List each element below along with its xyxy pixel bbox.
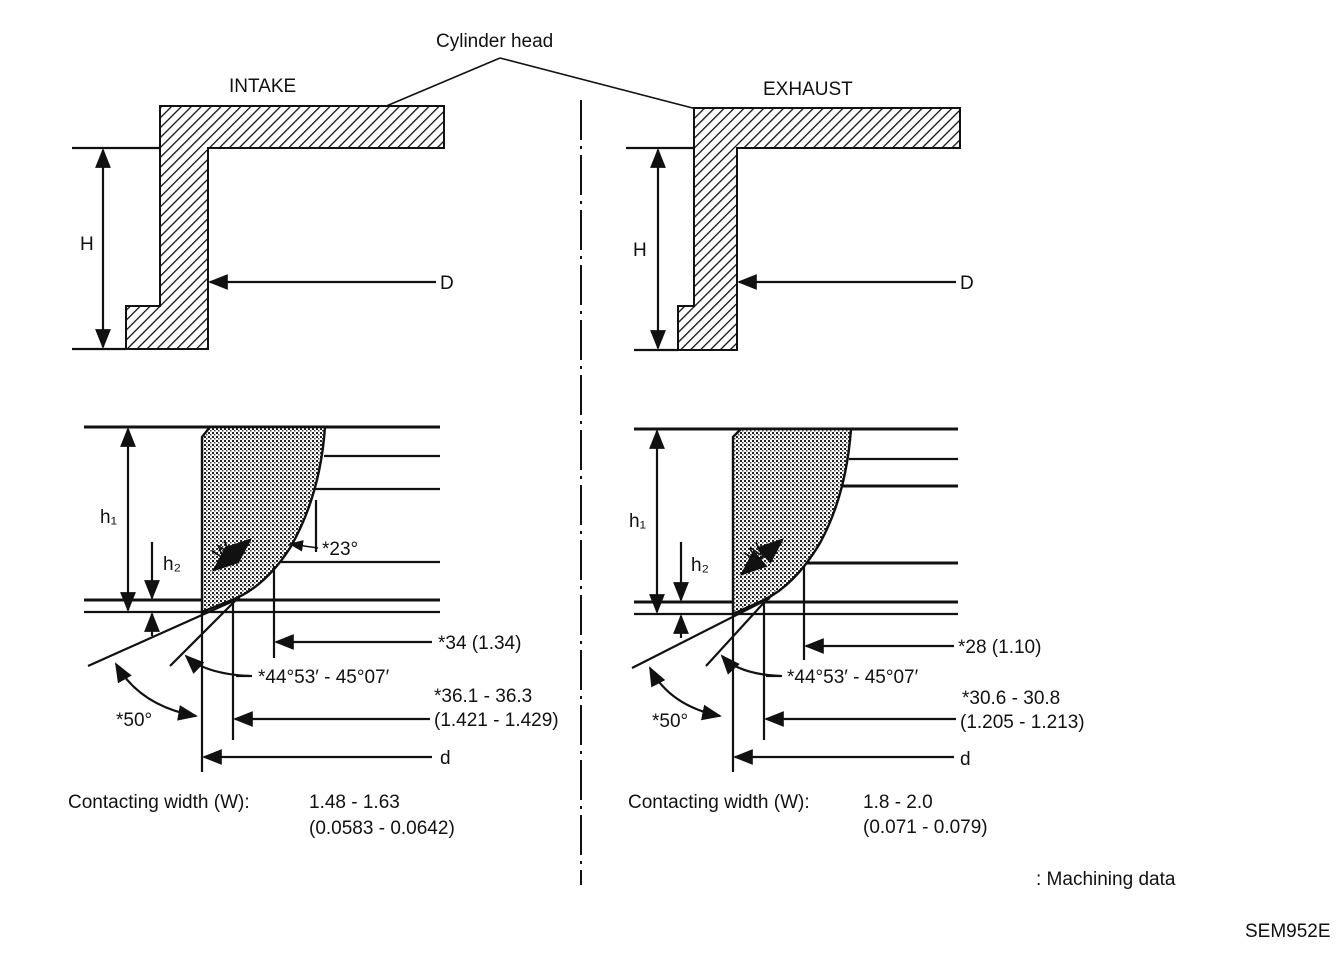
- intake-44-arc: [184, 654, 251, 678]
- intake-dim-36-a: *36.1 - 36.3: [434, 686, 532, 707]
- intake-contact-label: Contacting width (W):: [68, 792, 250, 813]
- figure-code: SEM952E: [1245, 921, 1331, 942]
- exhaust-slant-44: [705, 595, 771, 667]
- exhaust-angle-50: *50°: [652, 711, 688, 732]
- exhaust-label: EXHAUST: [763, 79, 853, 100]
- intake-angle-50: *50°: [116, 710, 152, 731]
- exhaust-dim-30-b: (1.205 - 1.213): [960, 712, 1085, 733]
- intake-w-dim: [211, 538, 253, 572]
- exhaust-d-label: d: [960, 749, 971, 770]
- intake-h1-label: h₁: [100, 507, 117, 528]
- exhaust-H-label: H: [633, 240, 647, 261]
- exhaust-head-section: [677, 107, 961, 351]
- intake-label: INTAKE: [229, 76, 296, 97]
- intake-angle-23: *23°: [322, 539, 358, 560]
- exhaust-contact-val-b: (0.071 - 0.079): [863, 817, 988, 838]
- intake-23-arrow: [288, 540, 319, 552]
- intake-angle-44: *44°53′ - 45°07′: [258, 667, 390, 688]
- exhaust-valve-seat: [731, 427, 853, 616]
- intake-50-arc: [115, 662, 198, 721]
- exhaust-w-dim: [739, 538, 785, 576]
- exhaust-dim-30-a: *30.6 - 30.8: [962, 688, 1060, 709]
- exhaust-angle-44: *44°53′ - 45°07′: [787, 667, 919, 688]
- intake-head-section: [125, 105, 445, 350]
- intake-d-label: d: [440, 748, 451, 769]
- exhaust-44-arc: [720, 654, 781, 678]
- intake-slant-44: [169, 595, 241, 667]
- exhaust-slant-50: [631, 597, 771, 669]
- intake-valve-seat: [200, 425, 327, 614]
- exhaust-contact-label: Contacting width (W):: [628, 792, 810, 813]
- exhaust-contact-val-a: 1.8 - 2.0: [863, 792, 933, 813]
- exhaust-h2-label: h₂: [691, 555, 709, 576]
- exhaust-50-arc: [649, 666, 722, 721]
- intake-H-label: H: [80, 234, 94, 255]
- intake-dim-34: *34 (1.34): [438, 633, 521, 654]
- intake-contact-val-b: (0.0583 - 0.0642): [309, 818, 455, 839]
- cylinder-head-label: Cylinder head: [436, 31, 553, 52]
- exhaust-h1-label: h₁: [629, 511, 646, 532]
- intake-slant-50: [87, 596, 241, 668]
- machining-data-note: : Machining data: [1036, 869, 1176, 890]
- intake-contact-val-a: 1.48 - 1.63: [309, 792, 400, 813]
- intake-D-label: D: [440, 273, 454, 294]
- exhaust-D-label: D: [960, 273, 974, 294]
- leader-intake: [371, 57, 501, 113]
- intake-dim-36-b: (1.421 - 1.429): [434, 710, 559, 731]
- exhaust-dim-28: *28 (1.10): [958, 637, 1041, 658]
- intake-h2-label: h₂: [163, 554, 181, 575]
